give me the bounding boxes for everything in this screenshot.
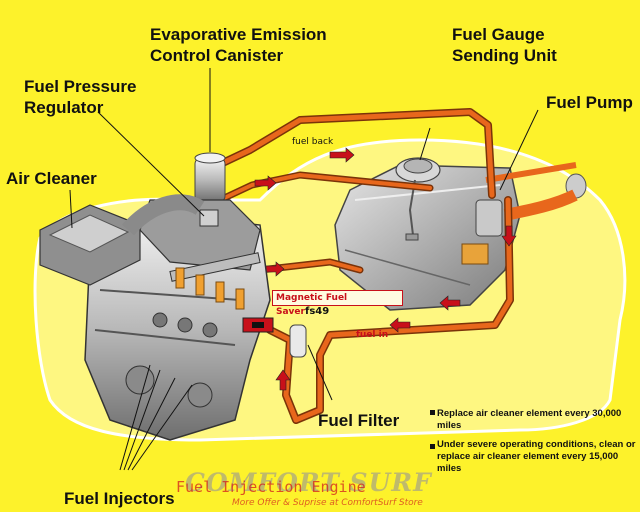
note-item: Under severe operating conditions, clean… (428, 439, 638, 475)
flow-arrows (254, 147, 517, 391)
arrow-filter-up (275, 369, 291, 391)
magnetic-fuel-saver-label: Magnetic Fuel Saverfs49 (272, 290, 403, 317)
label-fuel-in: fuel in (356, 330, 389, 340)
fuel-pressure-regulator (97, 111, 219, 227)
fuel-injectors (119, 252, 261, 471)
label-fuel-injectors: Fuel Injectors (64, 489, 175, 508)
fuel-pressure-line2: Regulator (24, 98, 104, 117)
label-fuel-pump: Fuel Pump (546, 93, 633, 112)
evap-canister-line1: Evaporative Emission (150, 25, 327, 44)
arrow-return-1 (329, 147, 355, 163)
arrow-supply-2 (439, 295, 461, 311)
arrow-pump-down (501, 225, 517, 247)
fuel-tank (334, 164, 521, 311)
magnetic-saver-code: fs49 (304, 306, 330, 317)
air-cleaner (39, 189, 205, 286)
label-air-cleaner: Air Cleaner (6, 169, 97, 188)
label-evaporative-canister: Evaporative Emission Control Canister (150, 24, 327, 66)
fuel-gauge-line1: Fuel Gauge (452, 25, 545, 44)
label-fuel-filter: Fuel Filter (318, 411, 400, 430)
watermark-brand: COMFORT SURF (185, 468, 432, 497)
label-fuel-back: fuel back (292, 137, 334, 147)
engine-block (84, 199, 271, 441)
note-item: Replace air cleaner element every 30,000… (428, 408, 638, 432)
arrow-return-2 (254, 175, 277, 191)
fuel-filter (289, 324, 333, 401)
magnetic-saver-text: Magnetic Fuel Saver (276, 293, 348, 317)
note-text-1: Replace air cleaner element every 30,000… (437, 408, 622, 431)
note-text-2: Under severe operating conditions, clean… (437, 439, 636, 474)
evaporative-canister (194, 68, 226, 203)
maintenance-notes: Replace air cleaner element every 30,000… (428, 408, 638, 482)
fuel-pressure-line1: Fuel Pressure (24, 77, 137, 96)
label-fuel-pressure-regulator: Fuel Pressure Regulator (24, 76, 136, 118)
label-fuel-gauge: Fuel Gauge Sending Unit (452, 24, 557, 66)
watermark-tagline: More Offer & Suprise at ComfortSurf Stor… (232, 498, 423, 508)
arrow-supply-1 (389, 317, 411, 333)
fuel-gauge-line2: Sending Unit (452, 46, 557, 65)
watermark-title: Fuel Injection Engine (176, 478, 366, 496)
fuel-gauge-sending-unit (395, 127, 441, 241)
evap-canister-line2: Control Canister (150, 46, 284, 65)
